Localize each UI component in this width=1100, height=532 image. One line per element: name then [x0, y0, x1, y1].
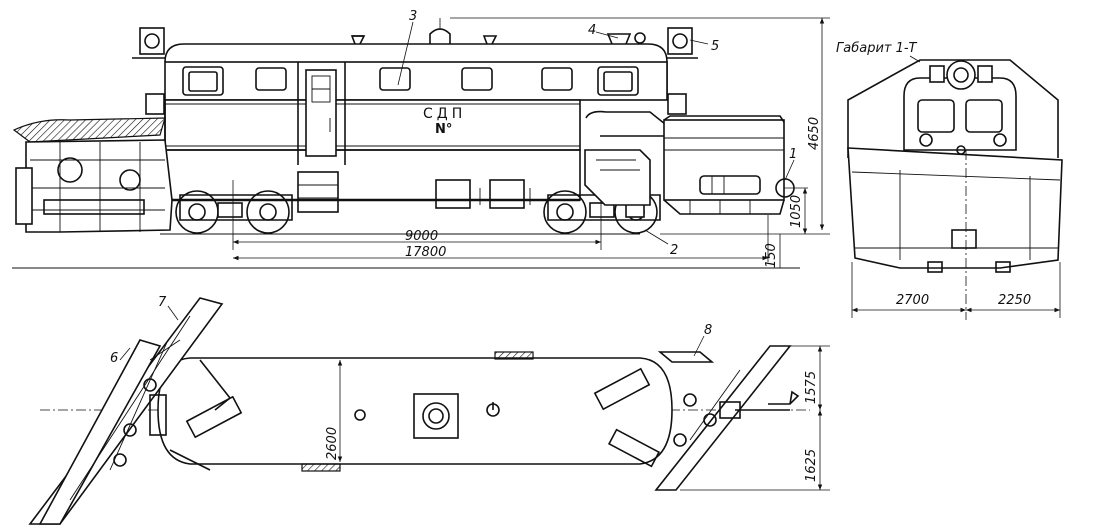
gauge-outline [847, 59, 1059, 158]
callout-6: 6 [110, 351, 118, 366]
callout-8: 8 [704, 323, 712, 338]
dim-front-left-width: 2700 [896, 293, 929, 308]
rear-bogie [175, 180, 293, 250]
rear-plow-assembly [12, 117, 173, 233]
callout-5: 5 [711, 39, 719, 54]
plan-front-wing [593, 345, 800, 491]
locomotive-body [132, 18, 698, 213]
body-text-number: N° [435, 122, 452, 137]
plan-rear-wing [28, 297, 243, 525]
gauge-label: Габарит 1-Т [836, 41, 918, 56]
front-plow-assembly [584, 110, 795, 215]
front-view: Габарит 1-Т 2700 2250 [836, 41, 1063, 320]
dim-plan-lower-offset: 1625 [804, 449, 819, 482]
callouts-side: 3 4 5 1 2 [397, 9, 797, 258]
side-view: СДП N° [12, 9, 830, 269]
callout-7: 7 [158, 295, 167, 310]
callout-4: 4 [588, 23, 596, 38]
callout-2: 2 [670, 243, 678, 258]
dim-wheelbase: 9000 [405, 229, 438, 244]
dim-plan-body-width: 2600 [325, 427, 340, 460]
dim-height-total: 4650 [807, 117, 822, 150]
plan-view: 2600 1575 1625 6 7 8 [28, 295, 830, 525]
body-text-sdp: СДП [423, 106, 466, 122]
dim-overall-length: 17800 [405, 245, 446, 260]
callout-3: 3 [409, 9, 417, 24]
dim-plan-upper-offset: 1575 [804, 371, 819, 404]
plan-body [157, 357, 673, 465]
dimension-lengths: 9000 17800 [233, 215, 769, 262]
dim-front-right-width: 2250 [998, 293, 1031, 308]
callout-1: 1 [789, 147, 797, 162]
dim-coupler-height: 1050 [789, 195, 804, 228]
dim-rail-clearance: 150 [764, 243, 779, 268]
